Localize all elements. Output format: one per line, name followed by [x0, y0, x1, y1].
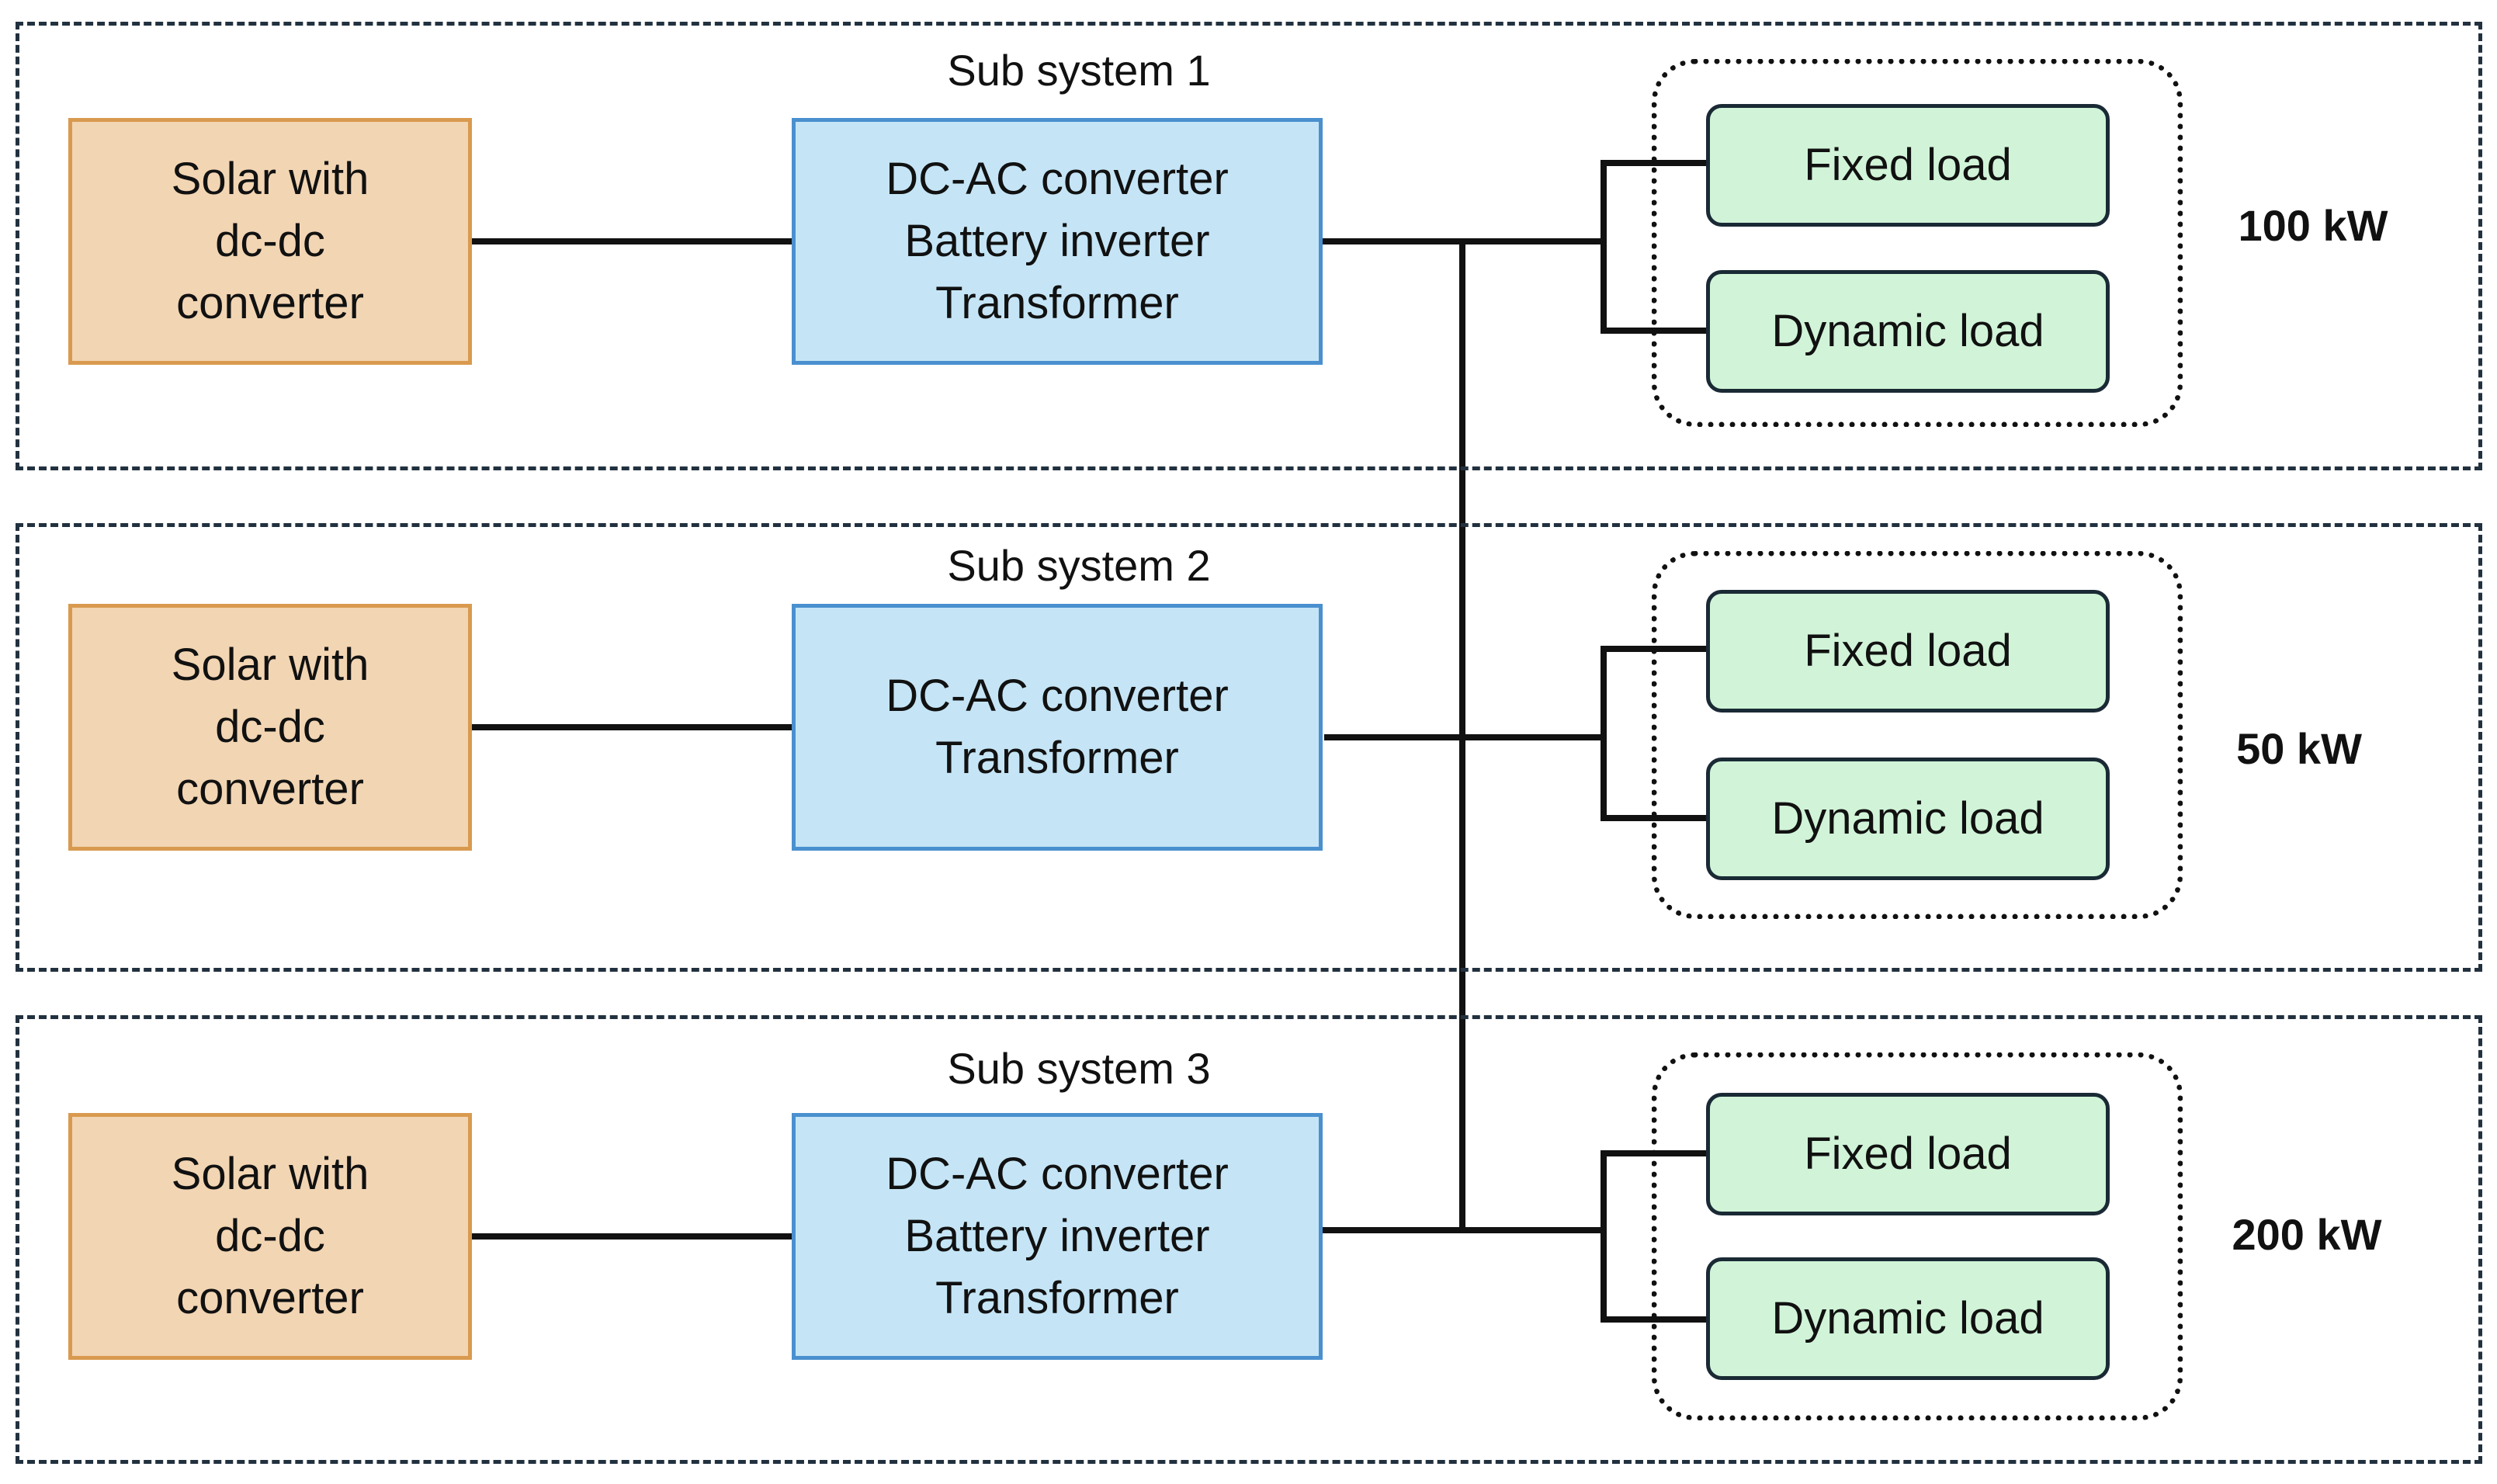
solar-label-line: Solar with	[171, 154, 369, 204]
converter-label-line: DC-AC converter	[886, 671, 1229, 721]
subsystem-1-power: 100 kW	[2238, 201, 2388, 250]
subsystem-2-solar-box: Solar with dc-dc converter	[68, 604, 472, 851]
dynamic-load-label: Dynamic load	[1771, 1293, 2044, 1344]
solar-label-line: converter	[176, 1273, 364, 1323]
converter-label-line: Transformer	[935, 278, 1179, 328]
subsystem-3-frame	[16, 1015, 2482, 1464]
fixed-load-label: Fixed load	[1804, 626, 2012, 676]
subsystem-2-fixed-load: Fixed load	[1706, 590, 2110, 713]
subsystem-1-fixed-load: Fixed load	[1706, 104, 2110, 227]
subsystem-2-dynamic-load: Dynamic load	[1706, 758, 2110, 880]
solar-label-line: converter	[176, 764, 364, 814]
subsystem-2-power: 50 kW	[2236, 724, 2362, 773]
subsystem-2-load-group	[1652, 551, 2183, 919]
subsystem-1-dynamic-load: Dynamic load	[1706, 270, 2110, 393]
subsystem-2-title: Sub system 2	[947, 541, 1211, 590]
subsystem-1-frame	[16, 22, 2482, 470]
dynamic-load-label: Dynamic load	[1771, 306, 2044, 356]
solar-label-line: dc-dc	[215, 1211, 325, 1261]
subsystem-2-converter-box: DC-AC converter Transformer	[792, 604, 1323, 851]
fixed-load-label: Fixed load	[1804, 140, 2012, 190]
subsystem-1-title: Sub system 1	[947, 46, 1211, 95]
subsystem-3-dynamic-load: Dynamic load	[1706, 1257, 2110, 1380]
converter-label-line: DC-AC converter	[886, 154, 1229, 204]
converter-label-line: DC-AC converter	[886, 1149, 1229, 1199]
subsystem-3-solar-box: Solar with dc-dc converter	[68, 1113, 472, 1360]
converter-label-line: Battery inverter	[904, 216, 1210, 266]
subsystem-1-solar-box: Solar with dc-dc converter	[68, 118, 472, 365]
subsystem-1-converter-box: DC-AC converter Battery inverter Transfo…	[792, 118, 1323, 365]
solar-label-line: converter	[176, 278, 364, 328]
solar-label-line: Solar with	[171, 640, 369, 690]
solar-label-line: dc-dc	[215, 216, 325, 266]
solar-label-line: dc-dc	[215, 702, 325, 752]
converter-label-line: Battery inverter	[904, 1211, 1210, 1261]
solar-label-line: Solar with	[171, 1149, 369, 1199]
subsystem-3-fixed-load: Fixed load	[1706, 1093, 2110, 1215]
converter-label-line: Transformer	[935, 733, 1179, 783]
dynamic-load-label: Dynamic load	[1771, 793, 2044, 844]
subsystem-3-load-group	[1652, 1052, 2183, 1420]
converter-label-line: Transformer	[935, 1273, 1179, 1323]
subsystem-1-load-group	[1652, 59, 2183, 427]
subsystem-2-frame	[16, 523, 2482, 972]
subsystem-3-converter-box: DC-AC converter Battery inverter Transfo…	[792, 1113, 1323, 1360]
subsystem-3-title: Sub system 3	[947, 1044, 1211, 1093]
subsystem-3-power: 200 kW	[2232, 1210, 2382, 1259]
fixed-load-label: Fixed load	[1804, 1129, 2012, 1179]
